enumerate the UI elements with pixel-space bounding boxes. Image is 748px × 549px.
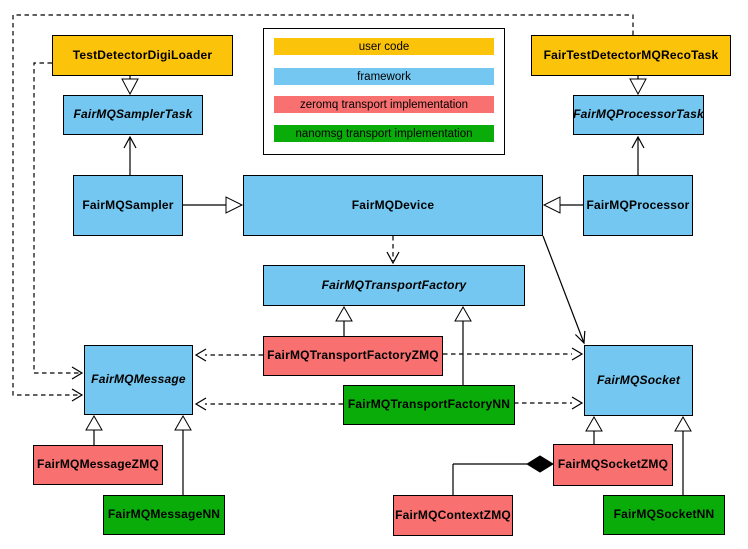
legend-item-framework: framework [274, 68, 494, 85]
class-box-fairmqmessage: FairMQMessage [84, 345, 193, 415]
class-box-fairmqsocketnn: FairMQSocketNN [603, 495, 725, 535]
class-box-fairmqtransportfactorynn: FairMQTransportFactoryNN [343, 385, 515, 425]
class-box-fairmqsamplertask: FairMQSamplerTask [63, 95, 203, 135]
class-box-fairtestdetectormqrecotask: FairTestDetectorMQRecoTask [531, 35, 731, 76]
legend: user code framework zeromq transport imp… [263, 28, 505, 155]
class-box-fairmqsampler: FairMQSampler [73, 175, 183, 236]
class-box-fairmqprocessor: FairMQProcessor [583, 175, 693, 236]
class-box-fairmqtransportfactory: FairMQTransportFactory [263, 265, 525, 306]
class-box-fairmqcontextzmq: FairMQContextZMQ [393, 495, 513, 536]
class-box-fairmqmessagenn: FairMQMessageNN [103, 495, 225, 535]
class-box-fairmqprocessortask: FairMQProcessorTask [573, 95, 704, 135]
class-box-fairmqmessagezmq: FairMQMessageZMQ [33, 445, 163, 485]
class-box-fairmqdevice: FairMQDevice [243, 175, 543, 236]
legend-item-nanomsg: nanomsg transport implementation [274, 125, 494, 142]
legend-item-zeromq: zeromq transport implementation [274, 96, 494, 113]
class-box-testdetectordigiloader: TestDetectorDigiLoader [52, 35, 233, 76]
legend-item-user-code: user code [274, 38, 494, 55]
class-box-fairmqsocket: FairMQSocket [584, 345, 693, 416]
class-box-fairmqtransportfactoryzmq: FairMQTransportFactoryZMQ [263, 336, 443, 376]
class-box-fairmqsocketzmq: FairMQSocketZMQ [553, 444, 673, 486]
